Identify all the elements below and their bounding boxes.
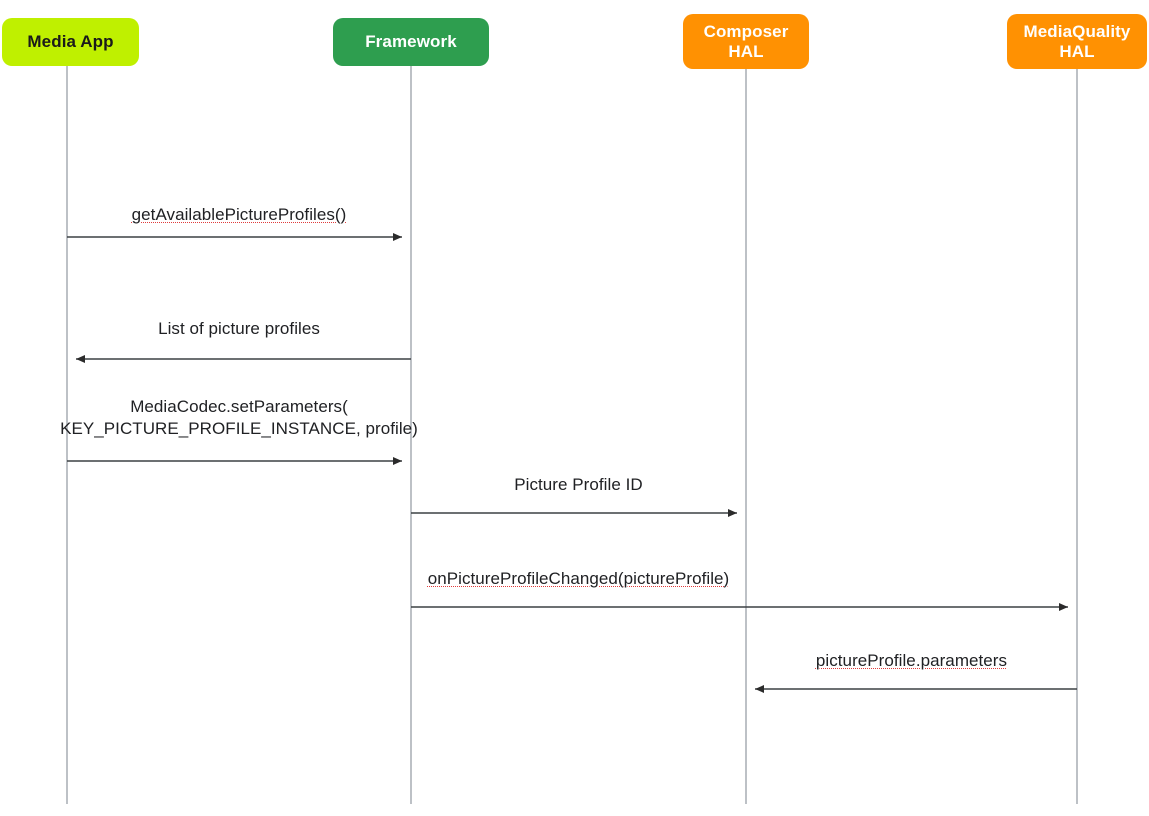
actor-box-media-app[interactable]: Media App (2, 18, 139, 66)
label-msg-list-of-picture-profiles: List of picture profiles (158, 319, 320, 338)
message-arrows-group (67, 233, 1077, 693)
label-msg-pictureprofile-parameters: pictureProfile.parameters (815, 651, 1008, 670)
label-msg-mediacodec-setparameters: MediaCodec.setParameters( KEY_PICTURE_PR… (60, 397, 418, 438)
actor-box-framework[interactable]: Framework (333, 18, 489, 66)
label-msg-picture-profile-id: Picture Profile ID (514, 475, 643, 494)
actor-box-composer-hal[interactable]: Composer HAL (683, 14, 809, 69)
label-msg-get-available-picture-profiles: getAvailablePictureProfiles() (131, 205, 347, 224)
label-msg-onpictureprofilechanged: onPictureProfileChanged(pictureProfile) (427, 569, 730, 588)
actor-box-mediaquality-hal[interactable]: MediaQuality HAL (1007, 14, 1147, 69)
